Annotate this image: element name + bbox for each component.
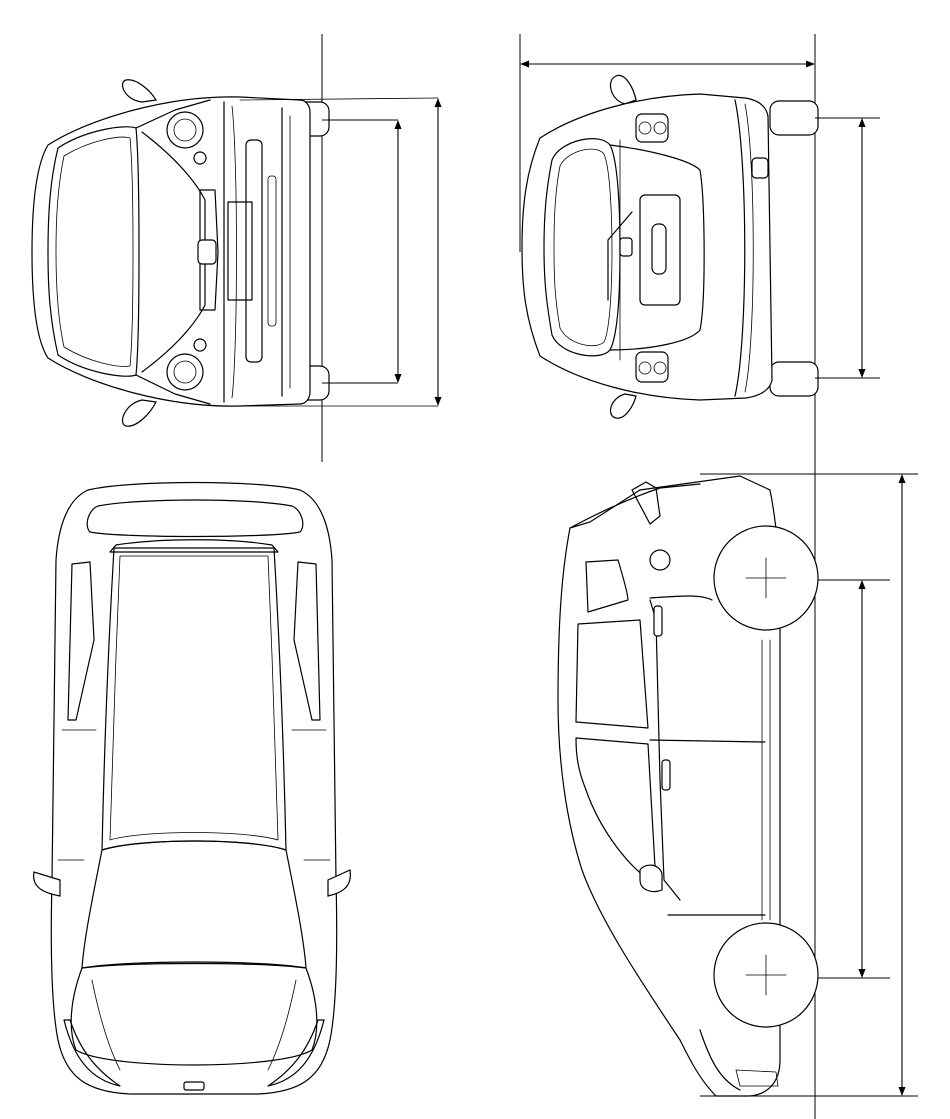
top-rear-glass [109, 539, 279, 553]
front-view [31, 34, 442, 462]
top-hood-line-left [91, 979, 121, 1071]
rear-tire-bottom [769, 361, 819, 397]
front-windshield-inner [55, 136, 134, 367]
side-rear-door-window [575, 619, 649, 729]
top-hood [70, 961, 318, 1066]
side-mirror [639, 864, 663, 893]
front-headlight-top-inner [173, 118, 197, 142]
front-badge [197, 239, 217, 265]
top-rear-spoiler [86, 499, 304, 538]
rear-bumper [734, 99, 746, 397]
top-side-window-right [293, 561, 321, 721]
front-mirror-top [121, 79, 157, 103]
rear-tow-hook [751, 157, 769, 179]
rear-window-inner [553, 148, 613, 346]
side-front-bumper [699, 1029, 741, 1091]
front-headlight-top [166, 111, 204, 149]
top-body-outline [50, 481, 338, 1095]
side-rear-spoiler [631, 481, 661, 525]
rear-taillight-top [635, 113, 669, 143]
top-headlight-left [63, 1019, 121, 1087]
rear-view [519, 34, 880, 1119]
front-bumper-2 [231, 105, 237, 399]
front-mirror-bottom [121, 399, 157, 427]
front-headlight-bottom [166, 353, 204, 391]
front-hood-edge-top [135, 99, 211, 129]
rear-body-outline [521, 93, 773, 401]
front-hood-edge-bottom [135, 374, 211, 405]
top-roof-inner [109, 555, 279, 841]
front-lower-intake-inner [267, 175, 277, 327]
front-body-outline [31, 96, 311, 407]
rear-handle [651, 223, 667, 275]
top-side-window-left [67, 561, 95, 721]
rear-mirror-bottom [609, 393, 637, 419]
top-mirror-left [33, 871, 61, 897]
side-fuel-cap [649, 549, 671, 571]
top-hood-line-right [267, 979, 297, 1071]
rear-taillight-top-a [638, 121, 652, 135]
side-front-door-handle [661, 759, 671, 791]
side-rear-arch-top [649, 595, 713, 601]
rear-license-plate [639, 194, 681, 306]
top-headlight-right [267, 1019, 325, 1087]
top-view [33, 481, 351, 1095]
top-mirror-right [327, 869, 351, 897]
front-side-line-top [239, 97, 439, 101]
rear-taillight-bottom-b [653, 361, 667, 375]
rear-tire-top [769, 100, 819, 136]
front-foglight-top [193, 151, 207, 165]
front-foglight-bottom [193, 338, 207, 352]
side-front-lower [735, 1069, 779, 1087]
front-grille [199, 189, 219, 311]
top-front-badge [183, 1081, 205, 1091]
front-license-plate [227, 201, 253, 301]
rear-taillight-bottom [635, 351, 669, 383]
rear-wiper-pivot [619, 237, 633, 257]
rear-taillight-bottom-a [638, 361, 652, 375]
front-lower-intake [245, 139, 263, 363]
rear-hatch [609, 144, 705, 351]
side-rear-door-handle [653, 605, 663, 637]
side-roof-line [569, 483, 701, 529]
side-door-cut [649, 739, 766, 743]
rear-taillight-top-b [653, 121, 667, 135]
side-view [557, 473, 918, 1097]
rear-mirror-top [609, 74, 637, 105]
side-rear-quarter-window [585, 559, 629, 613]
rear-bumper-2 [744, 103, 754, 393]
rear-wiper [607, 211, 633, 301]
front-headlight-bottom-inner [173, 360, 197, 384]
